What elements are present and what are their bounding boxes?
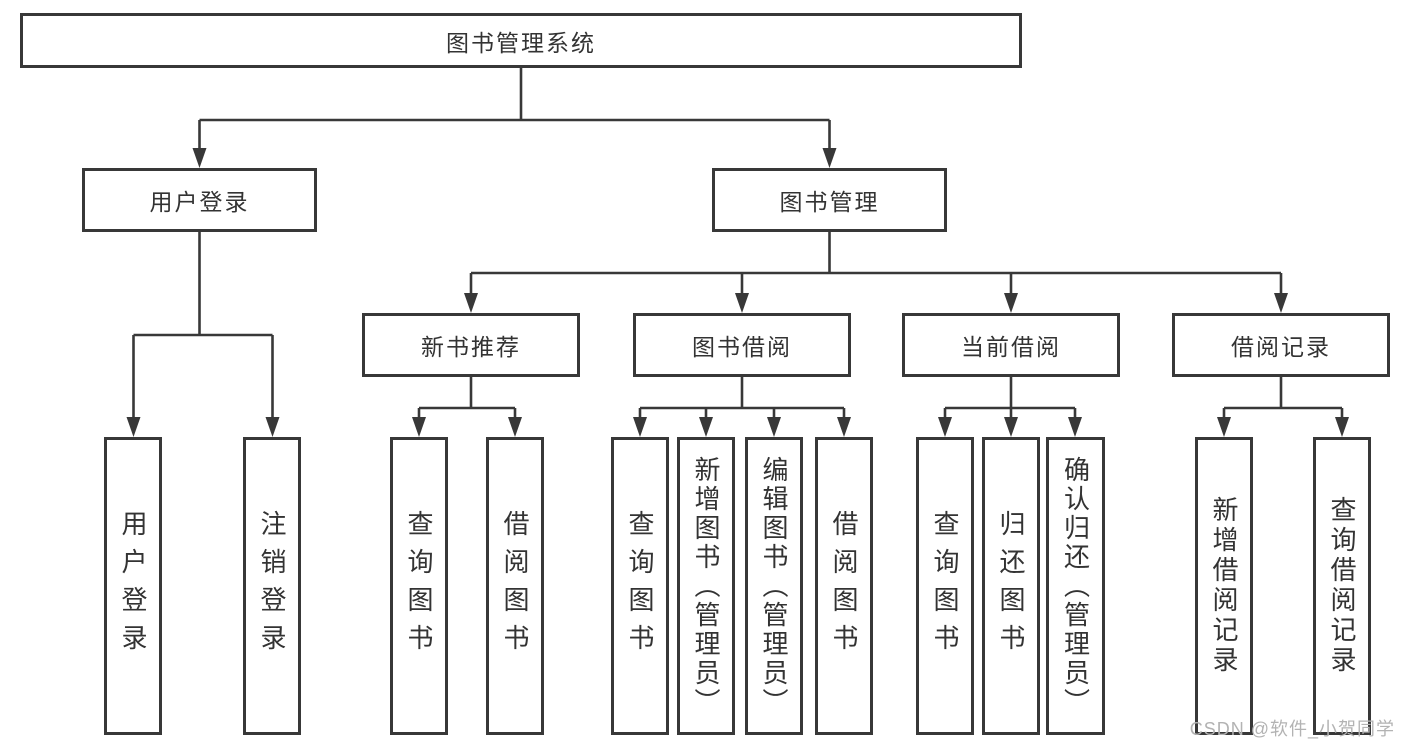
node-label: 借阅图书 xyxy=(500,510,530,662)
node-label: 图书管理系统 xyxy=(446,29,596,56)
node-leaf-logout: 注销登录 xyxy=(243,437,301,735)
node-label: 借阅记录 xyxy=(1231,334,1331,360)
node-current-borrowing: 当前借阅 xyxy=(902,313,1120,377)
connectors-new-book-rec xyxy=(412,377,522,437)
node-label: 新增借阅记录 xyxy=(1209,496,1239,676)
node-borrow-records: 借阅记录 xyxy=(1172,313,1390,377)
node-label: 借阅图书 xyxy=(829,510,859,662)
node-leaf-add-books-admin: 新增图书（管理员） xyxy=(677,437,735,735)
node-leaf-borrow-books-recommend: 借阅图书 xyxy=(486,437,544,735)
node-root-system: 图书管理系统 xyxy=(20,13,1022,68)
node-label: 确认归还（管理员） xyxy=(1060,455,1091,717)
node-book-borrowing: 图书借阅 xyxy=(633,313,851,377)
node-label: 图书借阅 xyxy=(692,334,792,360)
node-leaf-user-login: 用户登录 xyxy=(104,437,162,735)
node-label: 查询图书 xyxy=(404,510,434,662)
node-label: 当前借阅 xyxy=(961,334,1061,360)
node-label: 新书推荐 xyxy=(421,334,521,360)
connectors-current-borrow xyxy=(938,377,1082,437)
node-label: 用户登录 xyxy=(149,189,250,215)
node-leaf-query-books-borrowing: 查询图书 xyxy=(611,437,669,735)
node-book-management: 图书管理 xyxy=(712,168,947,232)
node-label: 归还图书 xyxy=(996,510,1026,662)
node-new-book-recommend: 新书推荐 xyxy=(362,313,580,377)
connectors-user-login xyxy=(126,232,280,437)
csdn-watermark: CSDN @软件_小贺同学 xyxy=(1189,719,1395,739)
node-label: 用户登录 xyxy=(118,510,148,662)
node-label: 图书管理 xyxy=(779,189,880,215)
connectors-root xyxy=(192,68,837,168)
connectors-borrow-records xyxy=(1217,377,1349,437)
node-leaf-query-books-current: 查询图书 xyxy=(916,437,974,735)
node-leaf-edit-books-admin: 编辑图书（管理员） xyxy=(745,437,803,735)
node-leaf-query-borrow-record: 查询借阅记录 xyxy=(1313,437,1371,735)
node-label: 查询图书 xyxy=(930,510,960,662)
node-leaf-return-books: 归还图书 xyxy=(982,437,1040,735)
node-leaf-borrow-books: 借阅图书 xyxy=(815,437,873,735)
node-leaf-confirm-return-admin: 确认归还（管理员） xyxy=(1046,437,1105,735)
node-label: 新增图书（管理员） xyxy=(691,455,721,717)
node-label: 查询借阅记录 xyxy=(1327,496,1357,676)
node-label: 查询图书 xyxy=(625,510,655,662)
connectors-book-borrow xyxy=(633,377,851,437)
node-user-login: 用户登录 xyxy=(82,168,317,232)
connectors-book-mgmt xyxy=(464,232,1288,313)
node-label: 注销登录 xyxy=(257,510,287,662)
node-leaf-add-borrow-record: 新增借阅记录 xyxy=(1195,437,1253,735)
node-label: 编辑图书（管理员） xyxy=(759,455,789,717)
node-leaf-query-books-recommend: 查询图书 xyxy=(390,437,448,735)
